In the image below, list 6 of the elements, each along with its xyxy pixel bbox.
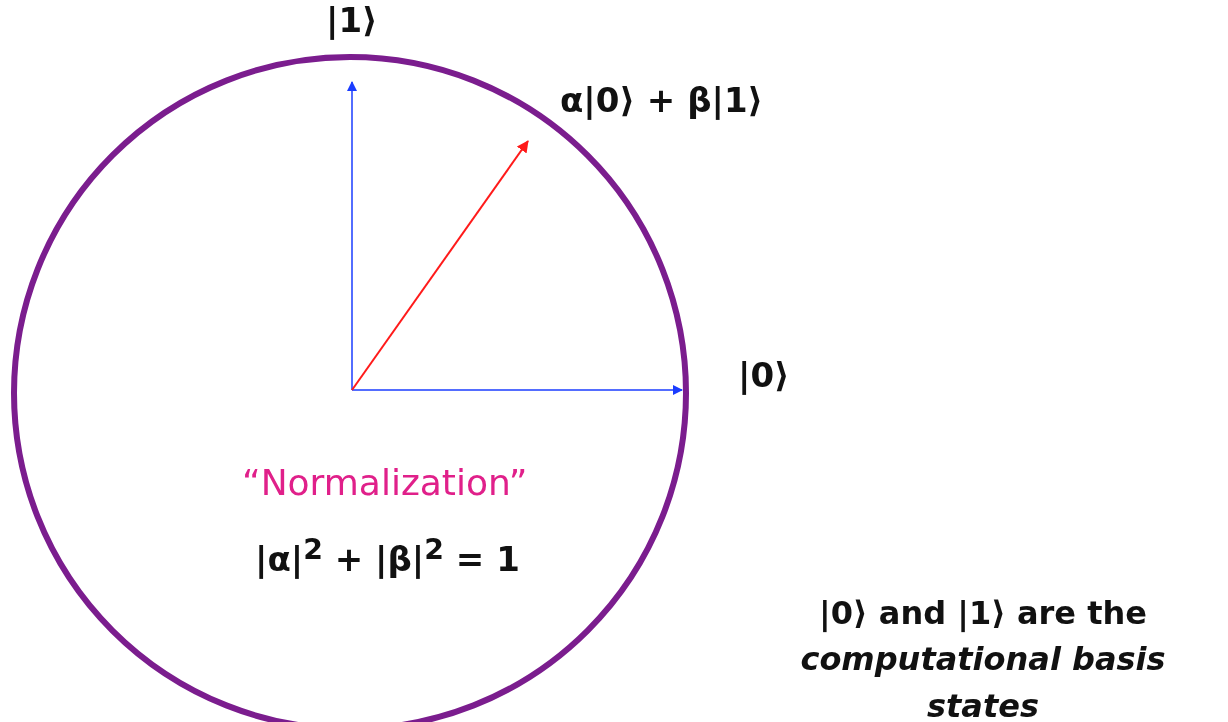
superposition-label: α|0⟩ + β|1⟩ xyxy=(560,80,764,120)
normalization-heading: “Normalization” xyxy=(242,462,528,503)
basis-note: |0⟩ and |1⟩ are the computational basis states xyxy=(799,593,1167,722)
ket-label: |1⟩ xyxy=(326,0,378,40)
ket-label: |0⟩ xyxy=(738,355,790,395)
normalization-equation: |α|$^{2}$ + |β|$^{2}$ = 1 xyxy=(255,533,520,580)
